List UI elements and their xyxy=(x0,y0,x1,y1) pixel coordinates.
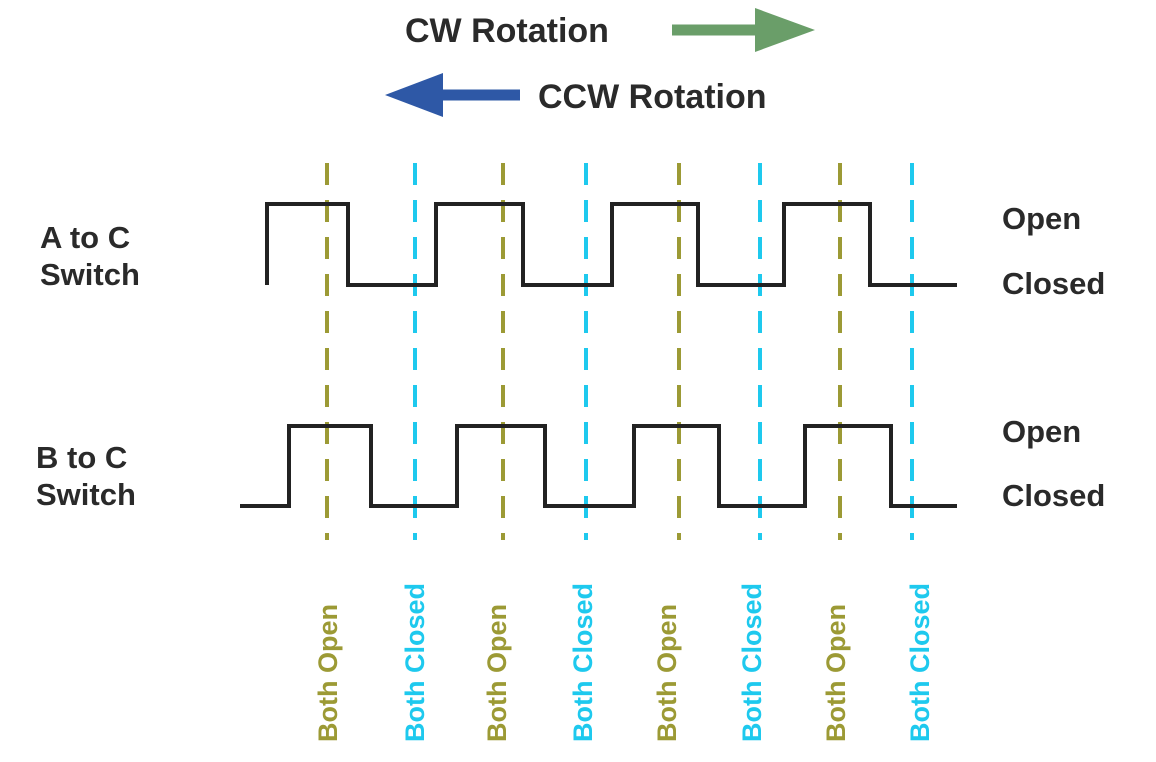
channel-b-open-label: Open xyxy=(1002,414,1081,449)
ccw-arrowhead-icon xyxy=(385,73,443,117)
state-markers: Both Open Both Closed Both Open Both Clo… xyxy=(313,163,935,742)
state-label-both-closed: Both Closed xyxy=(568,583,598,742)
state-label-both-closed: Both Closed xyxy=(905,583,935,742)
state-label-both-open: Both Open xyxy=(482,604,512,742)
channel-a-closed-label: Closed xyxy=(1002,266,1105,301)
state-label-both-closed: Both Closed xyxy=(737,583,767,742)
channel-a: A to C Switch Open Closed xyxy=(40,201,1105,301)
ccw-rotation-label: CCW Rotation xyxy=(538,78,767,116)
channel-a-waveform xyxy=(265,202,957,287)
state-label-both-open: Both Open xyxy=(313,604,343,742)
channel-b-closed-label: Closed xyxy=(1002,478,1105,513)
channel-b: B to C Switch Open Closed xyxy=(36,414,1105,513)
cw-rotation-indicator: CW Rotation xyxy=(405,8,815,52)
channel-a-label-line2: Switch xyxy=(40,257,140,292)
state-label-both-open: Both Open xyxy=(821,604,851,742)
channel-b-label-line1: B to C xyxy=(36,440,127,475)
cw-arrowhead-icon xyxy=(755,8,815,52)
channel-b-waveform xyxy=(240,424,957,508)
ccw-rotation-indicator: CCW Rotation xyxy=(385,73,767,117)
state-label-both-open: Both Open xyxy=(652,604,682,742)
channel-a-label-line1: A to C xyxy=(40,220,130,255)
state-label-both-closed: Both Closed xyxy=(400,583,430,742)
cw-rotation-label: CW Rotation xyxy=(405,12,609,50)
channel-b-label-line2: Switch xyxy=(36,477,136,512)
channel-a-open-label: Open xyxy=(1002,201,1081,236)
